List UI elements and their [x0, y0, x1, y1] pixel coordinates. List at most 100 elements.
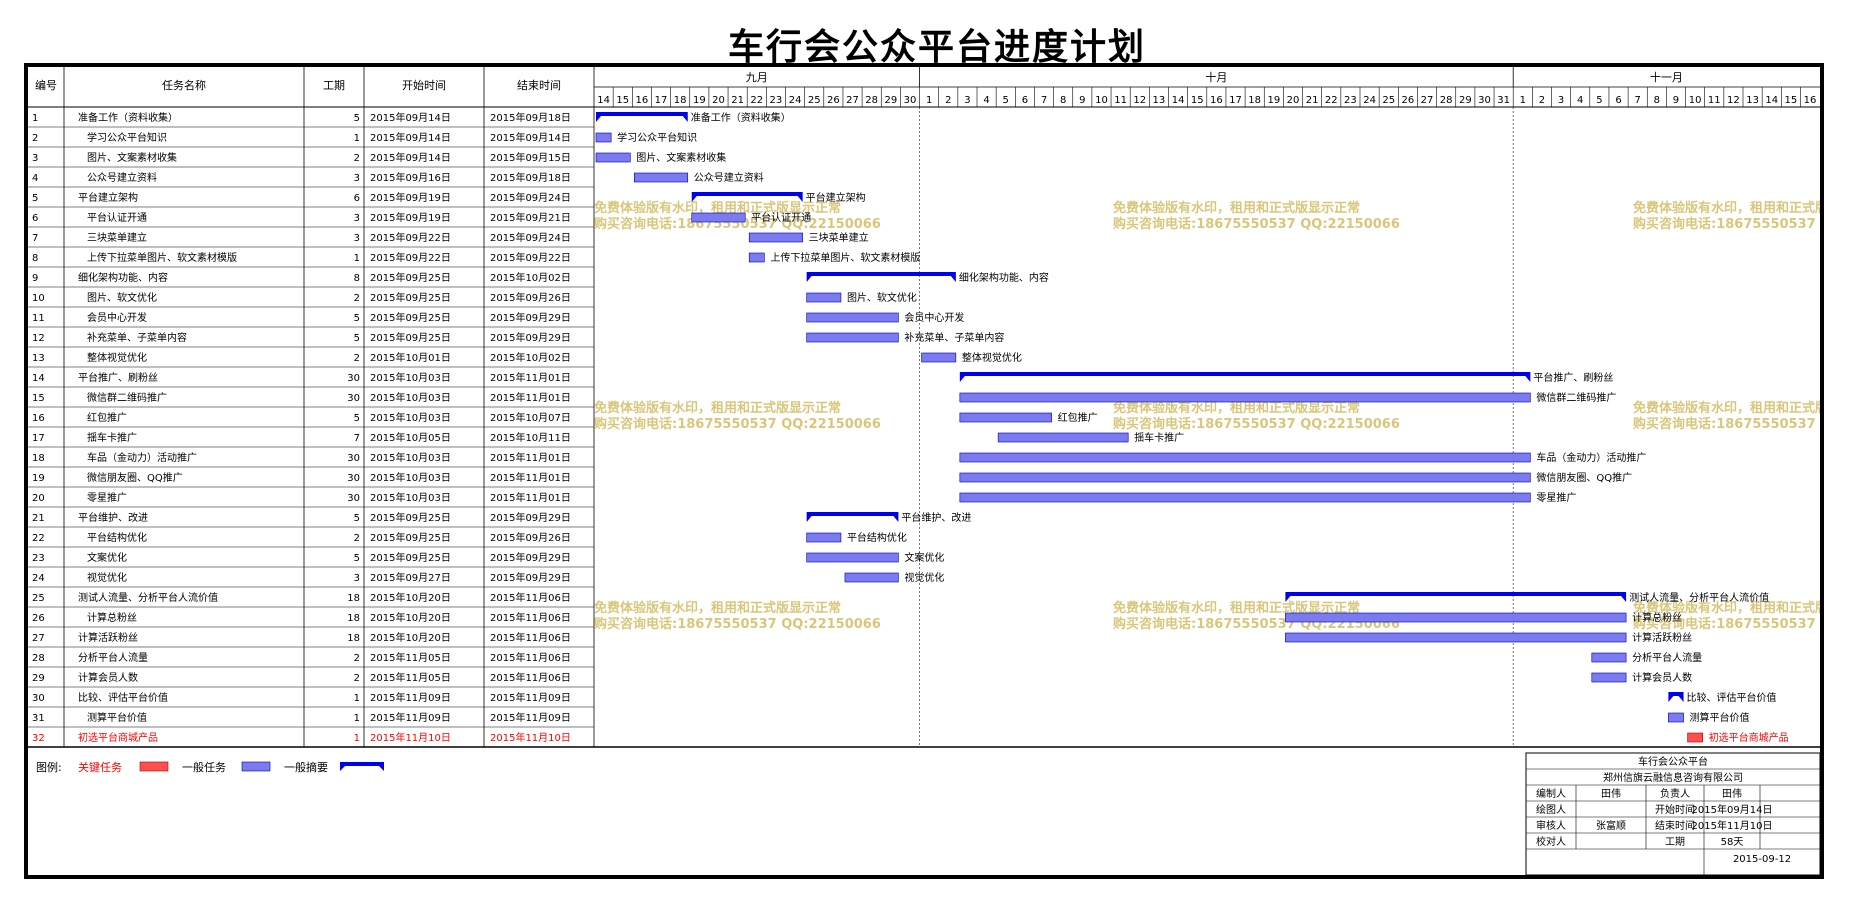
- watermark-line1: 免费体验版有水印，租用和正式版显示正常: [1113, 200, 1360, 216]
- watermark-line1: 免费体验版有水印，租用和正式版显示正常: [1633, 200, 1820, 216]
- day-label: 21: [1306, 95, 1319, 106]
- day-label: 7: [1041, 95, 1047, 106]
- task-name: 图片、文案素材收集: [87, 151, 177, 164]
- task-end: 2015年11月06日: [490, 671, 571, 684]
- info-reviewer: 张富顺: [1596, 819, 1626, 832]
- day-label: 11: [1114, 95, 1127, 106]
- critical-bar: [1687, 732, 1704, 743]
- day-label: 9: [1673, 95, 1679, 106]
- task-duration: 1: [354, 693, 360, 704]
- task-id: 22: [32, 533, 45, 544]
- task-duration: 5: [354, 313, 360, 324]
- task-start: 2015年10月03日: [370, 391, 451, 404]
- day-label: 30: [904, 95, 917, 106]
- day-label: 26: [1402, 95, 1415, 106]
- info-end: 2015年11月10日: [1692, 819, 1773, 832]
- day-label: 16: [636, 95, 649, 106]
- legend-task-swatch: [241, 761, 271, 772]
- watermark-line2: 购买咨询电话:18675550537 QQ:22150066: [1633, 216, 1820, 232]
- task-id: 4: [32, 173, 38, 184]
- task-name: 微信朋友圈、QQ推广: [87, 471, 183, 484]
- task-id: 7: [32, 233, 38, 244]
- bar-label: 视觉优化: [904, 571, 944, 584]
- task-end: 2015年11月01日: [490, 371, 571, 384]
- task-duration: 18: [347, 593, 360, 604]
- day-label: 14: [1172, 95, 1185, 106]
- day-label: 22: [750, 95, 763, 106]
- task-start: 2015年09月14日: [370, 111, 451, 124]
- task-duration: 1: [354, 713, 360, 724]
- task-start: 2015年09月22日: [370, 231, 451, 244]
- watermark-line2: 购买咨询电话:18675550537 QQ:22150066: [594, 216, 881, 232]
- legend-label: 图例:: [36, 760, 62, 774]
- day-label: 20: [712, 95, 725, 106]
- task-id: 19: [32, 473, 45, 484]
- info-project: 车行会公众平台: [1638, 755, 1708, 768]
- bar-label: 测试人流量、分析平台人流价值: [1629, 591, 1769, 604]
- task-bar: [633, 172, 689, 183]
- task-id: 27: [32, 633, 45, 644]
- task-id: 26: [32, 613, 45, 624]
- info-start: 2015年09月14日: [1692, 803, 1773, 816]
- task-name: 上传下拉菜单图片、软文素材模版: [87, 251, 237, 264]
- info-reviewer-label: 审核人: [1536, 819, 1566, 832]
- task-end: 2015年11月09日: [490, 691, 571, 704]
- watermark-line1: 免费体验版有水印，租用和正式版显示正常: [1113, 600, 1360, 616]
- bar-label: 比较、评估平台价值: [1687, 691, 1777, 704]
- task-id: 13: [32, 353, 45, 364]
- task-end: 2015年11月01日: [490, 391, 571, 404]
- day-label: 1: [1520, 95, 1526, 106]
- info-duration: 58天: [1721, 837, 1744, 848]
- bar-label: 微信群二维码推广: [1536, 391, 1616, 404]
- day-label: 9: [1079, 95, 1085, 106]
- day-label: 27: [1421, 95, 1434, 106]
- task-name: 分析平台人流量: [78, 651, 148, 664]
- task-end: 2015年11月01日: [490, 451, 571, 464]
- info-block: [1525, 752, 1820, 875]
- task-duration: 18: [347, 633, 360, 644]
- watermark-line2: 购买咨询电话:18675550537 QQ:22150066: [594, 416, 881, 432]
- day-label: 15: [1191, 95, 1204, 106]
- task-bar: [595, 132, 612, 143]
- task-id: 21: [32, 513, 45, 524]
- day-label: 19: [1267, 95, 1280, 106]
- task-start: 2015年10月20日: [370, 631, 451, 644]
- task-duration: 30: [347, 493, 360, 504]
- summary-bar: [596, 112, 688, 122]
- task-id: 16: [32, 413, 45, 424]
- day-label: 14: [597, 95, 610, 106]
- watermark-line2: 购买咨询电话:18675550537 QQ:22150066: [1113, 216, 1400, 232]
- task-end: 2015年09月22日: [490, 251, 571, 264]
- day-label: 24: [789, 95, 802, 106]
- task-bar: [748, 252, 765, 263]
- task-end: 2015年09月26日: [490, 291, 571, 304]
- task-name: 平台建立架构: [78, 191, 138, 204]
- task-duration: 3: [354, 233, 360, 244]
- task-bar: [806, 292, 842, 303]
- task-end: 2015年11月06日: [490, 651, 571, 664]
- task-duration: 5: [354, 513, 360, 524]
- day-label: 2: [945, 95, 951, 106]
- task-bar: [1285, 612, 1627, 623]
- task-name: 平台推广、刷粉丝: [78, 371, 158, 384]
- day-label: 18: [674, 95, 687, 106]
- task-bar: [748, 232, 803, 243]
- day-label: 2: [1539, 95, 1545, 106]
- day-label: 20: [1287, 95, 1300, 106]
- task-bar: [1285, 632, 1627, 643]
- task-duration: 2: [354, 153, 360, 164]
- info-duration-label: 工期: [1665, 836, 1685, 848]
- bar-label: 整体视觉优化: [962, 351, 1022, 364]
- task-bar: [806, 552, 899, 563]
- bar-label: 初选平台商城产品: [1709, 731, 1789, 744]
- task-id: 6: [32, 213, 38, 224]
- task-name: 计算总粉丝: [87, 611, 137, 624]
- legend-summary-swatch: [340, 762, 384, 771]
- task-duration: 2: [354, 293, 360, 304]
- bar-label: 分析平台人流量: [1632, 651, 1702, 664]
- task-end: 2015年11月06日: [490, 611, 571, 624]
- task-duration: 30: [347, 453, 360, 464]
- task-start: 2015年11月09日: [370, 711, 451, 724]
- task-name: 测试人流量、分析平台人流价值: [78, 591, 218, 604]
